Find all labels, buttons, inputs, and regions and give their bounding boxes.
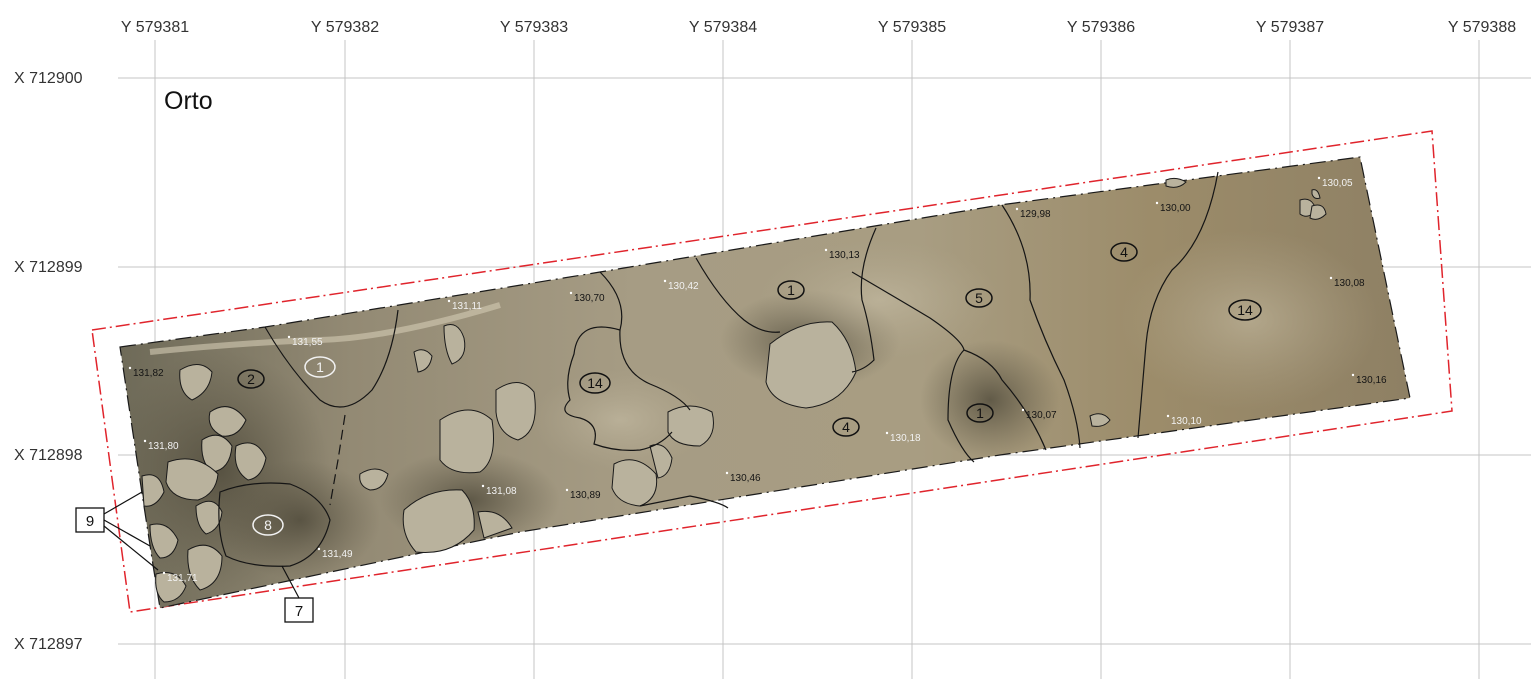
elevation-label: 131,82	[133, 368, 164, 379]
y-axis-labels: Y 579381 Y 579382 Y 579383 Y 579384 Y 57…	[121, 19, 1516, 36]
y-label: Y 579386	[1067, 19, 1135, 36]
elevation-label: 131,55	[292, 337, 323, 348]
callout-7: 7	[281, 565, 314, 623]
y-label: Y 579381	[121, 19, 189, 36]
context-marker: 1	[777, 280, 805, 300]
context-number: 1	[976, 405, 984, 421]
elevation-point	[569, 291, 573, 295]
callout-9: 9	[75, 491, 159, 571]
callout-9-label: 9	[86, 513, 94, 530]
context-marker: 14	[579, 372, 611, 394]
y-label: Y 579387	[1256, 19, 1324, 36]
excavation-limit-outline	[91, 130, 1453, 613]
elevation-label: 131,11	[452, 301, 482, 312]
elevation-label: 130,42	[668, 281, 699, 292]
context-number: 2	[247, 371, 255, 387]
context-ellipse	[777, 280, 805, 300]
elevation-point	[287, 335, 291, 339]
elevation-label: 131,71	[167, 573, 198, 584]
context-ellipse	[1228, 299, 1262, 321]
elevation-label: 130,16	[1356, 375, 1387, 386]
elevation-label: 130,05	[1322, 178, 1353, 189]
elevation-label: 131,80	[148, 441, 179, 452]
context-number: 4	[1120, 244, 1128, 260]
context-marker: 4	[1110, 242, 1138, 262]
elevation-label: 131,08	[486, 486, 517, 497]
elevation-point	[128, 366, 132, 370]
context-marker: 1	[304, 356, 336, 378]
elevation-label: 131,49	[322, 549, 353, 560]
context-number: 14	[1237, 302, 1253, 318]
elevation-point	[565, 488, 569, 492]
elevation-point	[1166, 414, 1170, 418]
elevation-label: 130,13	[829, 250, 860, 261]
elevation-label: 130,70	[574, 293, 605, 304]
elevation-point	[725, 471, 729, 475]
context-marker: 1	[966, 403, 994, 423]
context-number: 1	[787, 282, 795, 298]
elevation-label: 130,46	[730, 473, 761, 484]
elevation-point	[663, 279, 667, 283]
elevation-label: 130,18	[890, 433, 921, 444]
context-number: 14	[587, 375, 603, 391]
context-number: 5	[975, 290, 983, 306]
elevation-point	[1021, 408, 1025, 412]
context-marker: 8	[252, 514, 284, 536]
elevation-point	[447, 299, 451, 303]
elevation-point	[481, 484, 485, 488]
context-marker: 5	[965, 288, 993, 308]
map-title: Orto	[164, 87, 213, 115]
elevation-label: 130,89	[570, 490, 601, 501]
context-ellipse	[237, 369, 265, 389]
elevation-point	[1351, 373, 1355, 377]
context-ellipse	[252, 514, 284, 536]
context-ellipse	[304, 356, 336, 378]
y-label: Y 579384	[689, 19, 757, 36]
context-number: 4	[842, 419, 850, 435]
x-label: X 712899	[14, 259, 83, 276]
trench-orthophoto	[119, 156, 1411, 609]
elevation-point	[1317, 176, 1321, 180]
context-ellipse	[965, 288, 993, 308]
context-boundaries	[218, 171, 1219, 567]
elevation-point	[824, 248, 828, 252]
elevation-label: 130,00	[1160, 203, 1191, 214]
x-label: X 712898	[14, 447, 83, 464]
elevation-point	[1329, 276, 1333, 280]
elevation-point	[317, 547, 321, 551]
elevation-point	[885, 431, 889, 435]
elevation-point	[1155, 201, 1159, 205]
context-marker: 14	[1228, 299, 1262, 321]
y-label: Y 579388	[1448, 19, 1516, 36]
x-axis-labels: X 712900 X 712899 X 712898 X 712897	[14, 70, 83, 653]
y-label: Y 579382	[311, 19, 379, 36]
y-label: Y 579383	[500, 19, 568, 36]
context-marker: 2	[237, 369, 265, 389]
context-ellipse	[832, 417, 860, 437]
stone-features	[141, 177, 1327, 603]
elevation-point	[143, 439, 147, 443]
callout-7-label: 7	[295, 603, 303, 620]
context-ellipse	[1110, 242, 1138, 262]
elevation-label: 130,07	[1026, 410, 1057, 421]
y-label: Y 579385	[878, 19, 946, 36]
context-ellipse	[579, 372, 611, 394]
x-label: X 712897	[14, 636, 83, 653]
x-label: X 712900	[14, 70, 83, 87]
elevation-label: 130,08	[1334, 278, 1365, 289]
elevation-label: 130,10	[1171, 416, 1202, 427]
elevation-point	[1015, 207, 1019, 211]
context-marker: 4	[832, 417, 860, 437]
elevation-label: 129,98	[1020, 209, 1051, 220]
context-number: 8	[264, 517, 272, 533]
elevation-point	[162, 571, 166, 575]
context-number: 1	[316, 359, 324, 375]
elevation-labels: 131,82 131,55 131,11 130,70 130,42 130,13 129,…	[128, 176, 1387, 584]
context-ellipse	[966, 403, 994, 423]
